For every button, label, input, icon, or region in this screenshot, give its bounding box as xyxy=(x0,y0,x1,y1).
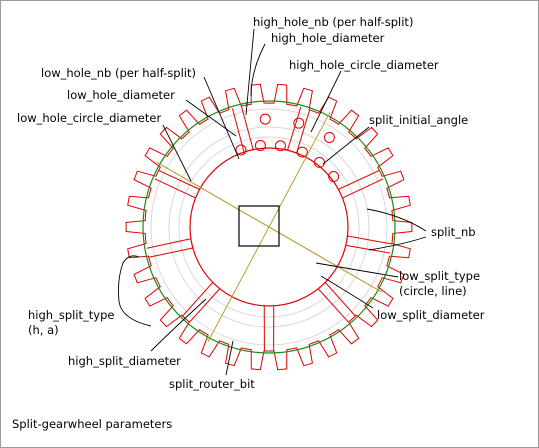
leader-split-router-bit xyxy=(225,340,234,376)
split-line xyxy=(240,105,254,150)
split-line xyxy=(345,244,391,254)
axis-lines xyxy=(156,111,382,343)
label-low-hole-nb: low_hole_nb (per half-split) xyxy=(41,66,196,80)
gear-tooth-outline xyxy=(125,83,413,371)
label-split-router-bit: split_router_bit xyxy=(169,377,255,391)
hole xyxy=(254,139,266,151)
construction-circle xyxy=(178,136,360,318)
label-low-hole-diameter: low_hole_diameter xyxy=(67,88,175,102)
label-high-hole-circle-diameter: high_hole_circle_diameter xyxy=(289,58,439,72)
split-line xyxy=(342,178,384,199)
leader-split-nb-1 xyxy=(366,208,427,232)
label-high-split-type-options: (h, a) xyxy=(28,323,59,337)
split-line xyxy=(338,169,380,190)
label-low-hole-circle-diameter: low_hole_circle_diameter xyxy=(17,111,161,125)
split-lines xyxy=(146,105,392,351)
leader-split-initial-angle xyxy=(322,126,370,165)
hole xyxy=(274,140,286,152)
leader-lines xyxy=(118,28,427,376)
split-line xyxy=(182,282,214,317)
split-line xyxy=(287,107,302,151)
diagram-caption: Split-gearwheel parameters xyxy=(12,417,173,431)
leader-low-hole-diameter xyxy=(185,99,237,137)
leader-low-split-type xyxy=(315,262,399,278)
split-line xyxy=(296,109,311,154)
leader-high-hole-nb xyxy=(245,28,255,116)
hole xyxy=(296,146,308,158)
split-line xyxy=(154,178,196,199)
split-line xyxy=(347,235,392,245)
split-line xyxy=(146,238,191,249)
label-high-hole-nb: high_hole_nb (per half-split) xyxy=(253,15,413,29)
center-square xyxy=(238,205,280,247)
label-low-split-diameter: low_split_diameter xyxy=(377,308,485,322)
split-line xyxy=(189,288,221,323)
hole xyxy=(328,171,340,183)
split-line xyxy=(148,247,193,258)
hole xyxy=(235,144,247,156)
label-high-split-diameter: high_split_diameter xyxy=(68,354,181,368)
label-high-split-type: high_split_type xyxy=(28,308,114,322)
pitch-circle xyxy=(142,100,396,354)
construction-lines xyxy=(150,108,388,346)
leader-low-hole-circle-diameter xyxy=(162,124,192,182)
label-split-nb: split_nb xyxy=(431,225,476,239)
low-split-circle xyxy=(189,147,349,307)
leader-high-hole-circle-diameter xyxy=(310,70,342,133)
leader-split-nb-2 xyxy=(368,236,427,251)
split-line xyxy=(324,282,356,317)
leader-low-split-diameter xyxy=(320,275,374,309)
hole xyxy=(259,113,271,125)
construction-circle xyxy=(168,126,370,328)
hole xyxy=(323,131,335,143)
construction-circle xyxy=(150,108,388,346)
label-low-split-type-options: (circle, line) xyxy=(399,284,467,298)
hole xyxy=(293,117,305,129)
axis-line xyxy=(156,161,382,293)
split-line xyxy=(158,169,200,190)
split-line xyxy=(317,288,349,323)
leader-low-hole-nb xyxy=(203,76,240,160)
label-low-split-type: low_split_type xyxy=(399,269,480,283)
leader-high-split-diameter xyxy=(150,298,207,352)
leader-high-split-type xyxy=(118,255,152,327)
label-split-initial-angle: split_initial_angle xyxy=(369,113,468,127)
hole-group xyxy=(235,113,340,183)
leader-high-hole-diameter xyxy=(250,43,266,97)
label-high-hole-diameter: high_hole_diameter xyxy=(271,31,385,45)
